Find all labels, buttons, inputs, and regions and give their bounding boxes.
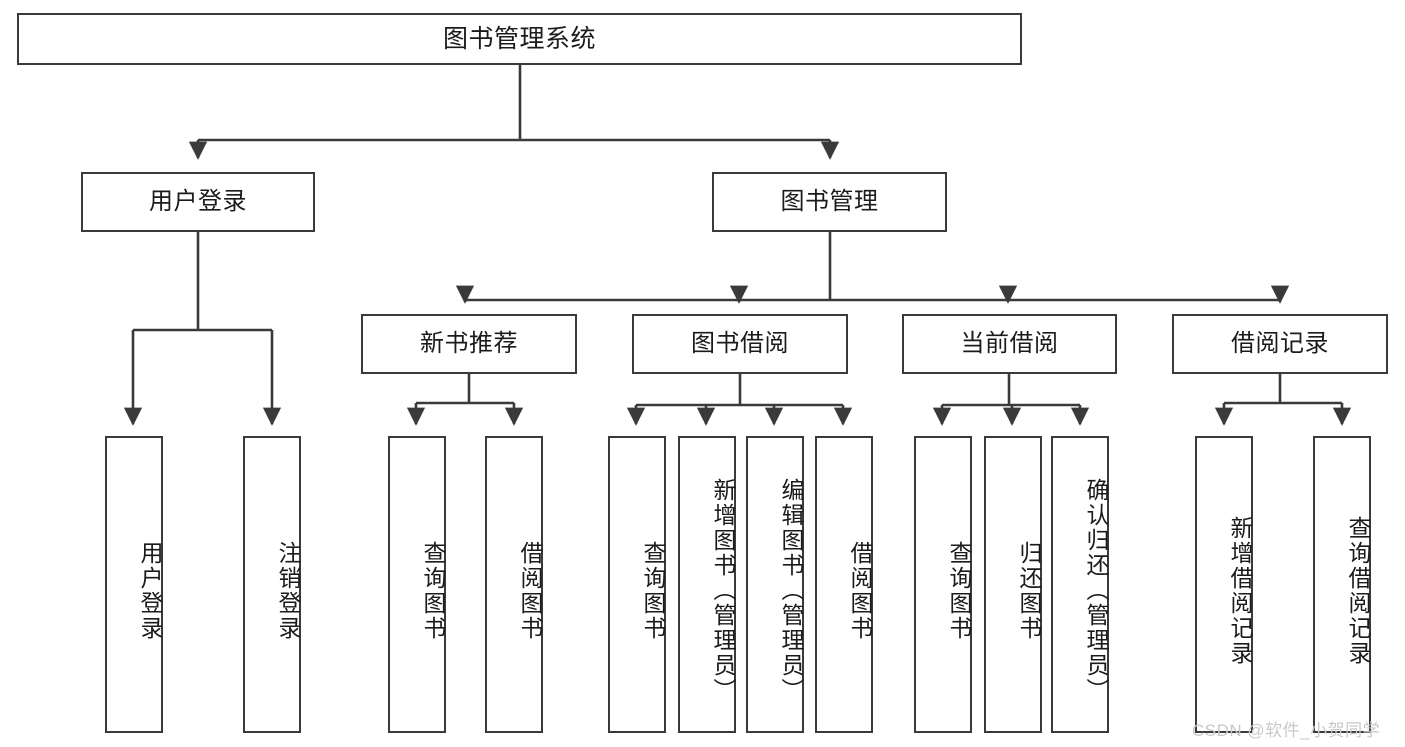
- node-leaf-confirm-return-label: 确认归还（管理员）: [1083, 478, 1109, 703]
- node-leaf-logout-login[interactable]: 注销登录: [243, 436, 301, 733]
- node-leaf-return-book[interactable]: 归还图书: [984, 436, 1042, 733]
- node-leaf-add-record[interactable]: 新增借阅记录: [1195, 436, 1253, 733]
- node-user-login[interactable]: 用户登录: [81, 172, 315, 232]
- node-leaf-add-book[interactable]: 新增图书（管理员）: [678, 436, 736, 733]
- node-leaf-add-book-label: 新增图书（管理员）: [710, 478, 736, 703]
- node-leaf-query-record-label: 查询借阅记录: [1345, 515, 1371, 666]
- node-leaf-add-record-label: 新增借阅记录: [1227, 515, 1253, 666]
- node-user-login-label: 用户登录: [149, 187, 247, 215]
- node-book-manage-label: 图书管理: [780, 187, 879, 215]
- node-leaf-edit-book[interactable]: 编辑图书（管理员）: [746, 436, 804, 733]
- csdn-watermark: CSDN @软件_小贺同学: [1192, 721, 1381, 740]
- node-leaf-query-book-2-label: 查询图书: [640, 540, 666, 641]
- node-leaf-borrow-book-1[interactable]: 借阅图书: [485, 436, 543, 733]
- node-leaf-edit-book-label: 编辑图书（管理员）: [778, 478, 804, 703]
- node-root-system[interactable]: 图书管理系统: [17, 13, 1022, 65]
- node-leaf-confirm-return[interactable]: 确认归还（管理员）: [1051, 436, 1109, 733]
- node-root-label: 图书管理系统: [442, 25, 596, 53]
- node-new-book-recommend[interactable]: 新书推荐: [361, 314, 577, 374]
- node-leaf-borrow-book-1-label: 借阅图书: [517, 540, 543, 641]
- node-leaf-query-book-3-label: 查询图书: [946, 540, 972, 641]
- node-leaf-user-login-label: 用户登录: [137, 540, 163, 641]
- node-current-borrow-label: 当前借阅: [960, 329, 1059, 357]
- node-leaf-user-login[interactable]: 用户登录: [105, 436, 163, 733]
- node-borrow-record-label: 借阅记录: [1231, 329, 1329, 357]
- node-leaf-query-book-1[interactable]: 查询图书: [388, 436, 446, 733]
- node-leaf-query-book-3[interactable]: 查询图书: [914, 436, 972, 733]
- node-leaf-logout-login-label: 注销登录: [275, 540, 301, 641]
- node-leaf-return-book-label: 归还图书: [1016, 540, 1042, 641]
- node-borrow-record[interactable]: 借阅记录: [1172, 314, 1388, 374]
- node-book-borrow-label: 图书借阅: [691, 329, 789, 357]
- node-leaf-borrow-book-2-label: 借阅图书: [847, 540, 873, 641]
- node-leaf-query-record[interactable]: 查询借阅记录: [1313, 436, 1371, 733]
- node-leaf-borrow-book-2[interactable]: 借阅图书: [815, 436, 873, 733]
- node-leaf-query-book-1-label: 查询图书: [420, 540, 446, 641]
- node-book-manage[interactable]: 图书管理: [712, 172, 947, 232]
- node-book-borrow[interactable]: 图书借阅: [632, 314, 848, 374]
- node-new-book-recommend-label: 新书推荐: [420, 329, 518, 357]
- node-current-borrow[interactable]: 当前借阅: [902, 314, 1117, 374]
- node-leaf-query-book-2[interactable]: 查询图书: [608, 436, 666, 733]
